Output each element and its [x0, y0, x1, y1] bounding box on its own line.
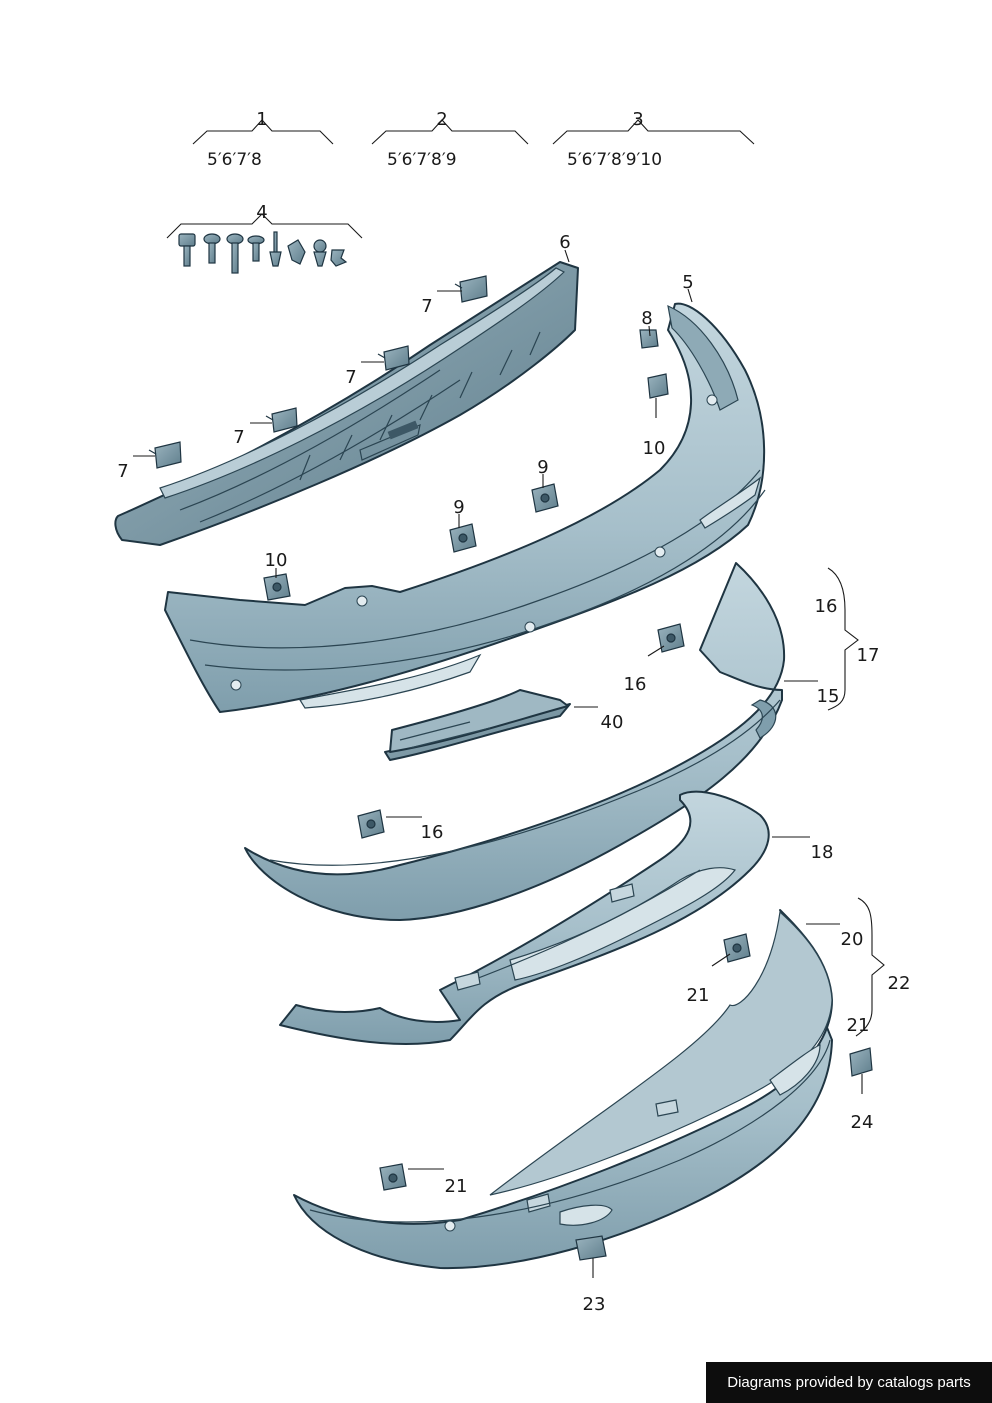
label-21: 21 [687, 985, 710, 1006]
part-labels: 6 5 7 7 7 7 8 10 9 9 10 16 17 16 15 40 1… [117, 232, 910, 1315]
label-7: 7 [421, 296, 432, 317]
label-9: 9 [453, 497, 464, 518]
label-15: 15 [817, 686, 840, 707]
credit-banner: Diagrams provided by catalogs parts [706, 1362, 992, 1403]
group-3: 3 5′6′7′8′9′10 [552, 109, 755, 170]
bumper-cover [164, 302, 766, 713]
leader-lines [133, 249, 885, 1278]
label-24: 24 [851, 1112, 874, 1133]
label-7: 7 [233, 427, 244, 448]
clip-icon [263, 329, 669, 601]
label-23: 23 [583, 1294, 606, 1315]
lower-bumper-cover [293, 909, 833, 1270]
label-7: 7 [117, 461, 128, 482]
label-40: 40 [601, 712, 624, 733]
label-8: 8 [641, 308, 652, 329]
label-16: 16 [815, 596, 838, 617]
group-2-number: 2 [436, 109, 447, 130]
label-7: 7 [345, 367, 356, 388]
label-16: 16 [624, 674, 647, 695]
label-10: 10 [643, 438, 666, 459]
group-2-members: 5′6′7′8′9 [387, 150, 457, 170]
group-4-number: 4 [256, 202, 267, 223]
label-20: 20 [841, 929, 864, 950]
clip-icon [379, 933, 873, 1261]
clip-icon [148, 275, 488, 469]
label-21: 21 [445, 1176, 468, 1197]
group-2: 2 5′6′7′8′9 [371, 109, 529, 170]
label-6: 6 [559, 232, 570, 253]
reflector [384, 689, 571, 761]
lower-trim [244, 562, 786, 921]
label-10: 10 [265, 550, 288, 571]
label-17: 17 [857, 645, 880, 666]
label-18: 18 [811, 842, 834, 863]
bumper-carrier [114, 261, 579, 546]
label-5: 5 [682, 272, 693, 293]
diffuser [279, 790, 770, 1046]
clip-icon [357, 623, 685, 839]
hardware-set: 4 [166, 202, 363, 274]
bolt-icon [178, 231, 348, 274]
label-9: 9 [537, 457, 548, 478]
group-3-number: 3 [632, 109, 643, 130]
group-1: 1 5′6′7′8 [192, 109, 334, 170]
label-21: 21 [847, 1015, 870, 1036]
label-22: 22 [888, 973, 911, 994]
label-16: 16 [421, 822, 444, 843]
group-1-members: 5′6′7′8 [207, 150, 262, 170]
group-1-number: 1 [256, 109, 267, 130]
group-3-members: 5′6′7′8′9′10 [567, 150, 662, 170]
